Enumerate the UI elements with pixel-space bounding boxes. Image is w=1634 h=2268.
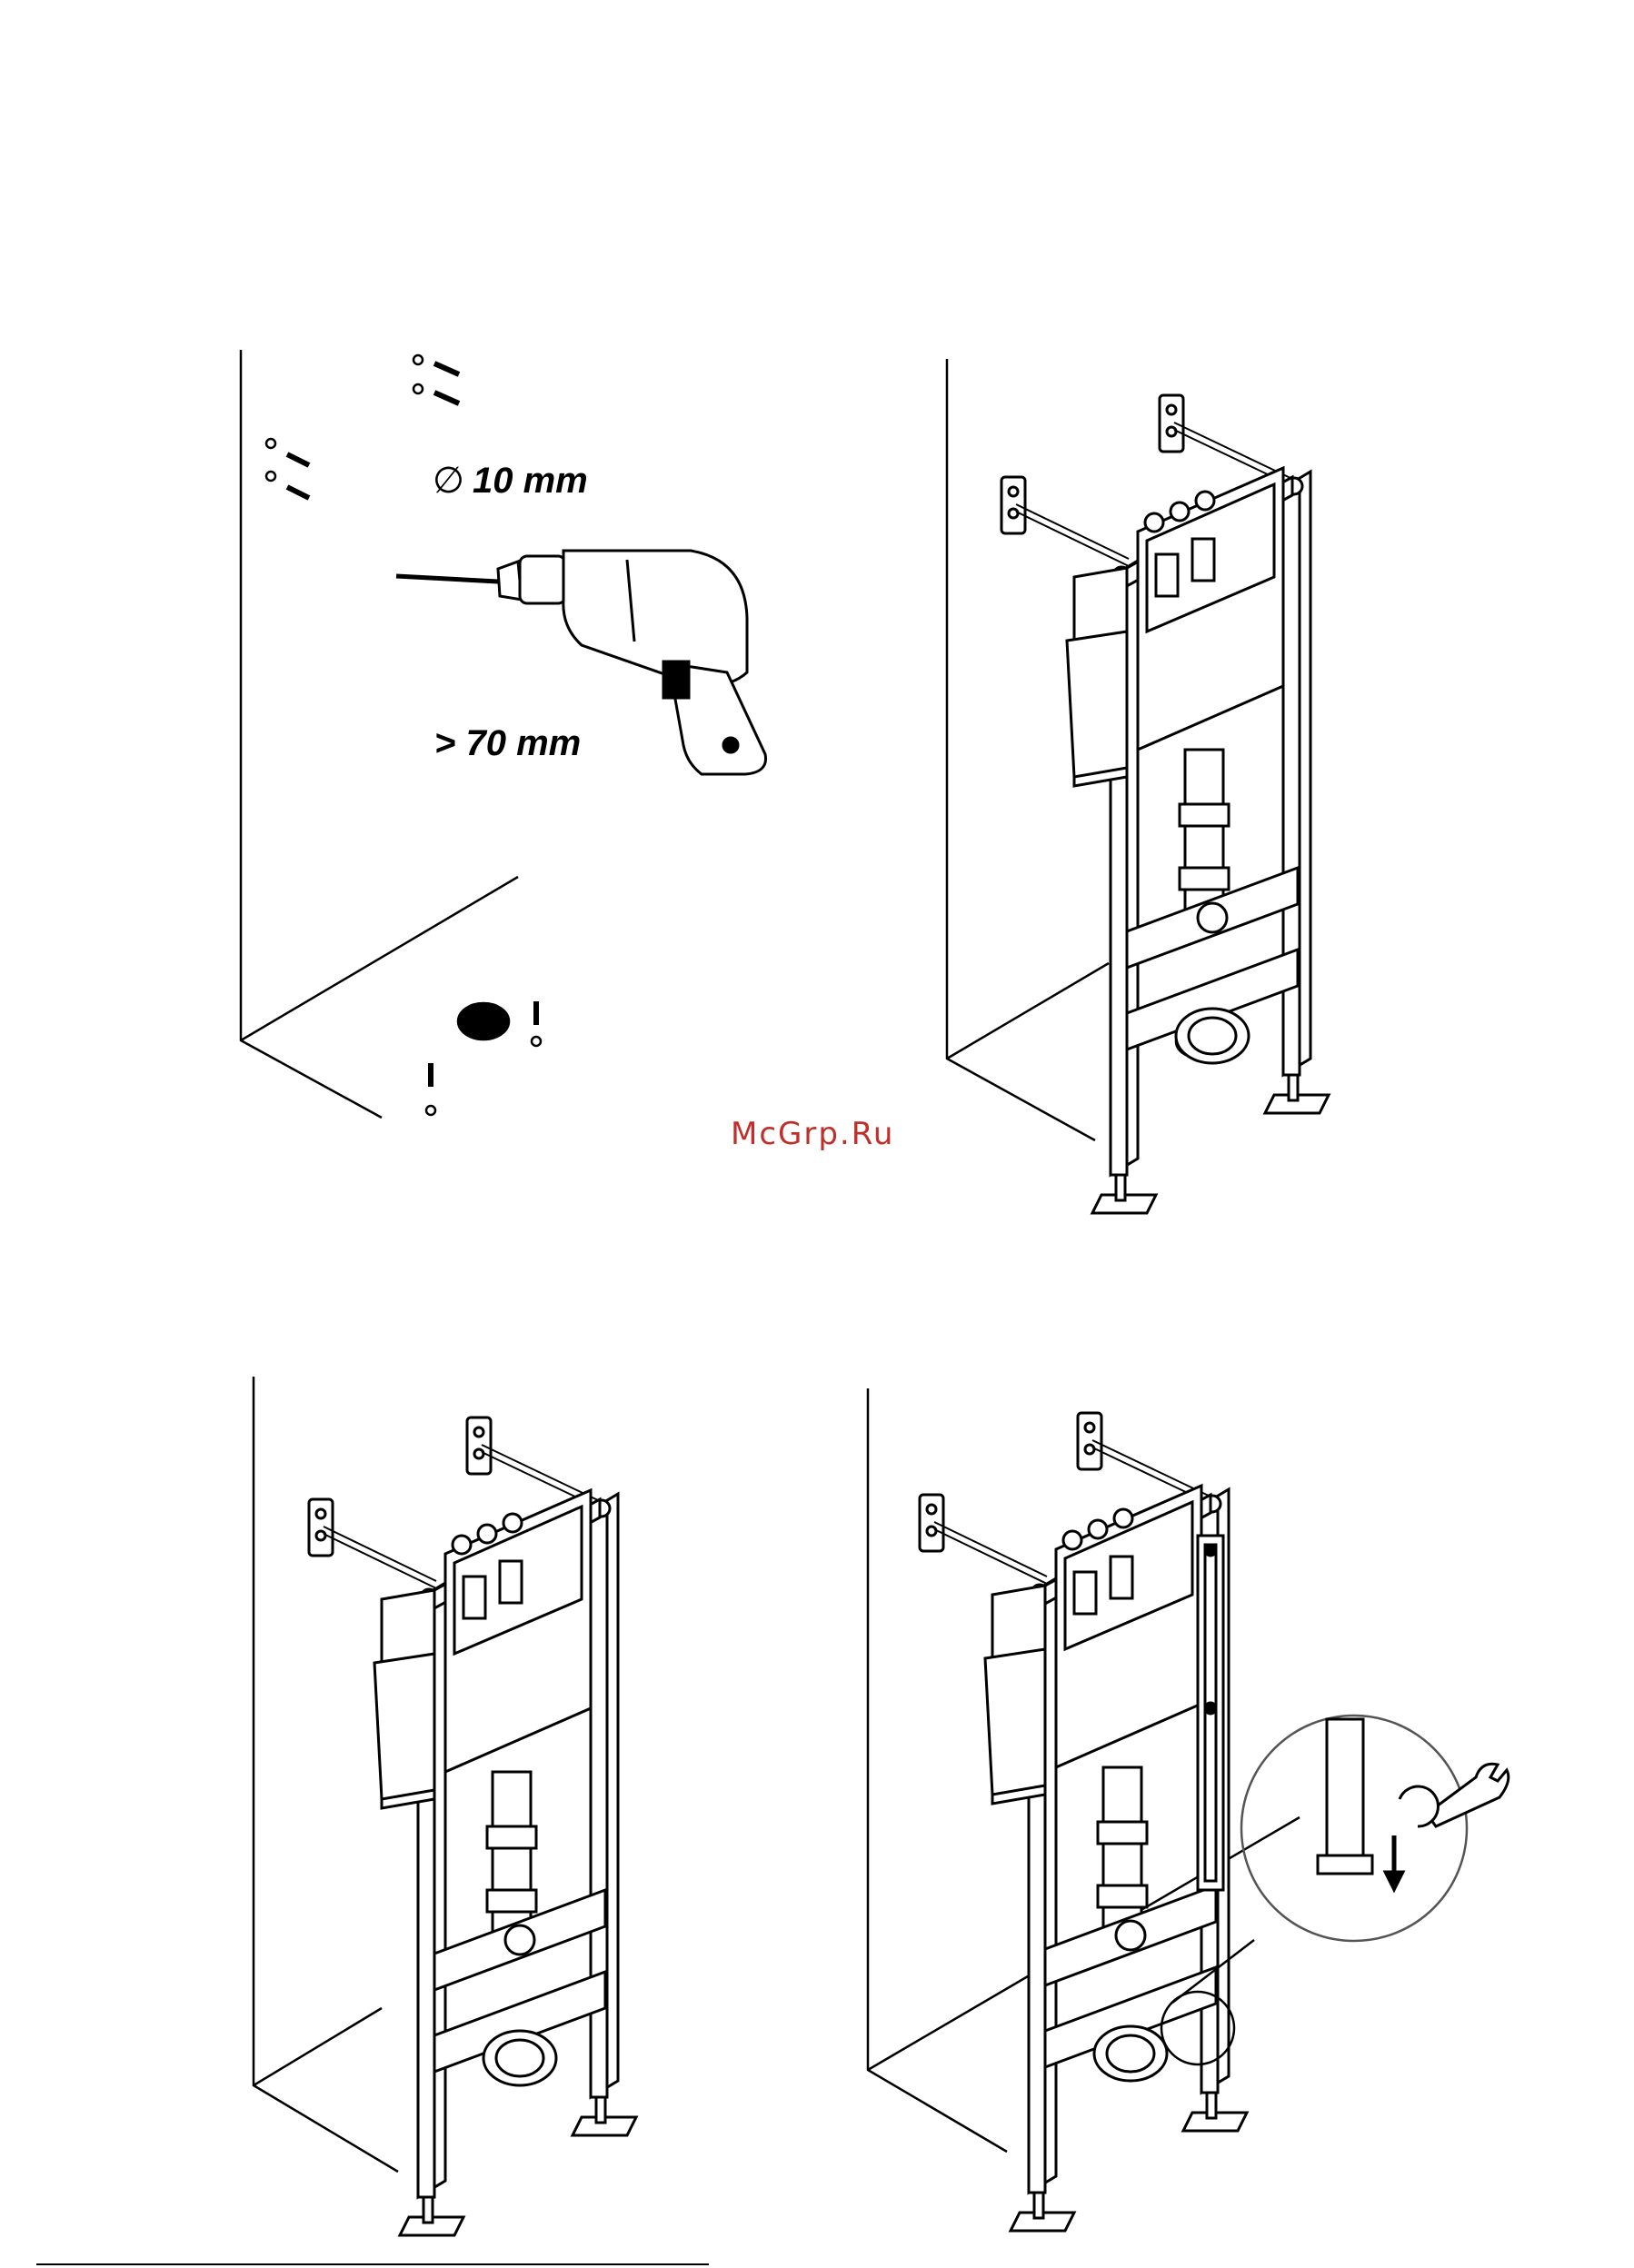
drill-depth-label: > 70 mm [434,723,581,764]
hole-icon [458,1003,509,1040]
frame-fixed-panel [254,1377,636,2235]
level-icon [1198,1536,1223,1890]
wrench-icon [1318,1719,1509,1890]
leveling-panel [868,1388,1509,2231]
frame-placement-panel [947,359,1329,1213]
watermark: McGrp.Ru [731,1116,894,1152]
diameter-symbol: ∅ [433,460,464,502]
drill-diameter-label: 10 mm [473,461,588,502]
